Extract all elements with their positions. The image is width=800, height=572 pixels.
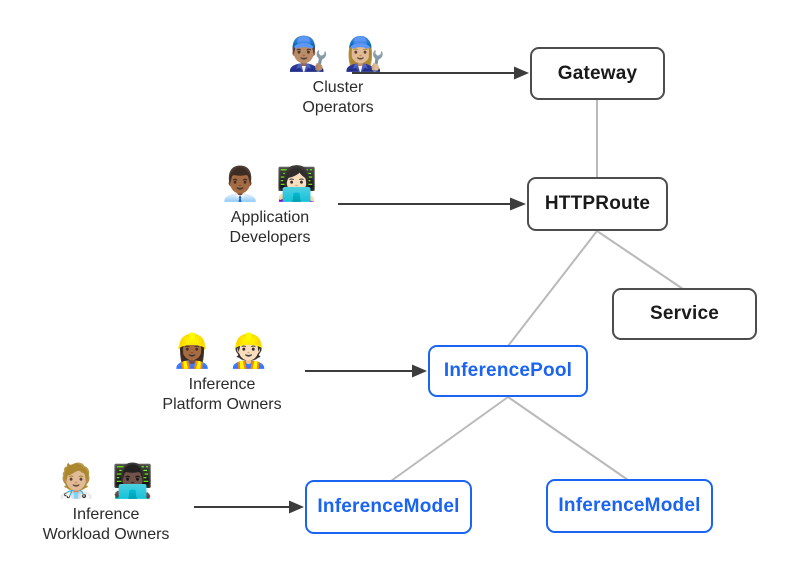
actor-label-line2: Workload Owners [42, 526, 170, 543]
actor-label-line2: Developers [229, 229, 311, 246]
construction-workers-emoji-icon: 👷🏾‍♀️ 👷🏻 [171, 332, 273, 369]
developers-emoji-icon: 👨🏾‍💼 👩🏻‍💻 [219, 165, 321, 202]
arrow-application-developers-to-httproute [338, 197, 526, 211]
arrow-inference-workload-owners-to-inferencemodel [194, 500, 304, 514]
actor-label-line1: Application [230, 209, 310, 226]
node-inferencemodel-left: InferenceModel [305, 480, 472, 534]
actor-label-line2: Platform Owners [162, 396, 282, 413]
node-inferencemodel-right: InferenceModel [546, 479, 713, 533]
arrow-inference-platform-owners-to-inferencepool [305, 364, 427, 378]
edge-inferencepool-inferencemodel-right [507, 396, 629, 481]
actor-label-line2: Operators [302, 99, 374, 116]
arrow-cluster-operators-to-gateway [352, 66, 529, 80]
edge-httproute-service [596, 230, 684, 290]
actor-label-line1: Inference [188, 376, 256, 393]
actor-label-line1: Cluster [312, 79, 364, 96]
node-httproute: HTTPRoute [527, 177, 668, 231]
arrowhead-icon [289, 500, 304, 514]
workload-owners-emoji-icon: 🧑🏼‍⚕️ 👨🏿‍💻 [55, 462, 157, 499]
edge-inferencepool-inferencemodel-left [390, 396, 509, 482]
mechanics-emoji-icon: 👨🏽‍🔧 👩🏼‍🔧 [287, 35, 389, 72]
node-inferencepool: InferencePool [428, 345, 588, 397]
actor-inference-workload-owners: 🧑🏼‍⚕️ 👨🏿‍💻 Inference Workload Owners [0, 460, 216, 545]
actor-application-developers: 👨🏾‍💼 👩🏻‍💻 Application Developers [160, 163, 380, 248]
actor-inference-platform-owners: 👷🏾‍♀️ 👷🏻 Inference Platform Owners [112, 330, 332, 415]
arrowhead-icon [510, 197, 526, 211]
node-gateway: Gateway [530, 47, 665, 100]
arrowhead-icon [514, 66, 529, 80]
actor-cluster-operators: 👨🏽‍🔧 👩🏼‍🔧 Cluster Operators [228, 33, 448, 118]
node-service: Service [612, 288, 757, 340]
arrowhead-icon [412, 364, 427, 378]
edge-httproute-inferencepool [507, 230, 598, 347]
actor-label-line1: Inference [72, 506, 140, 523]
